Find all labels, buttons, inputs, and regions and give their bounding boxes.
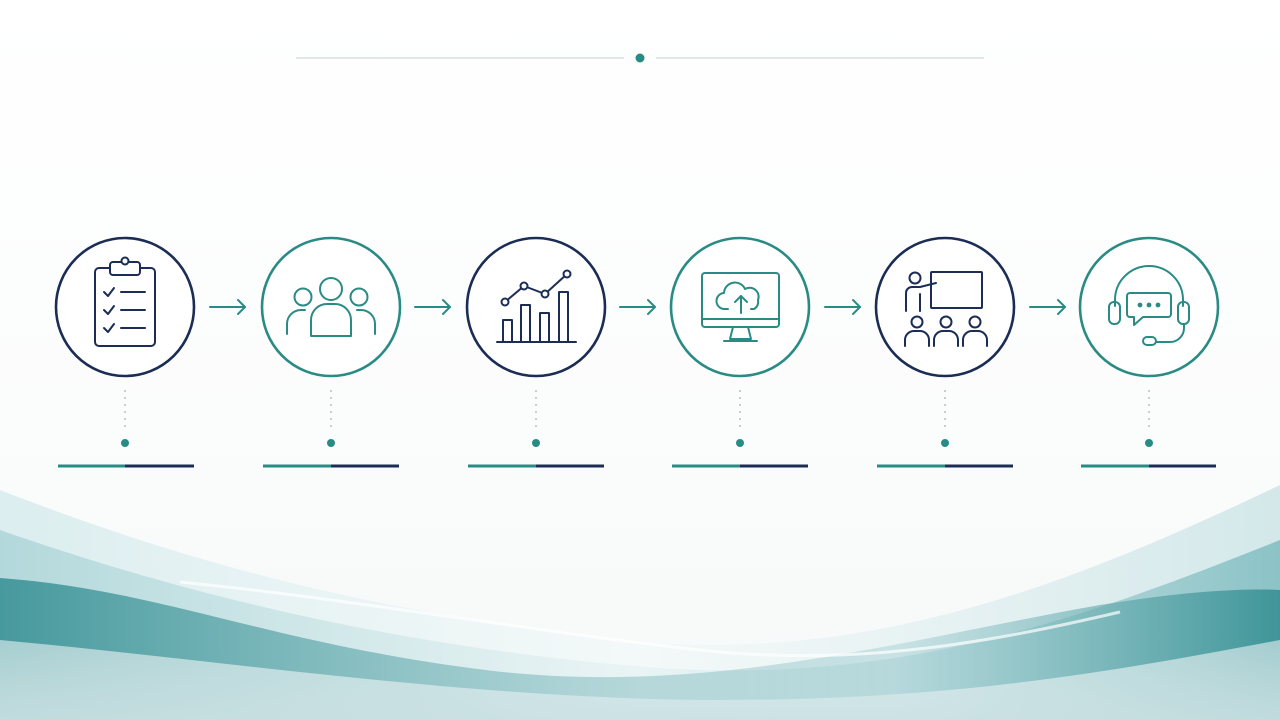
step-1 [54,236,196,468]
step-2 [260,236,402,468]
customer-support-headset-icon [1108,265,1190,346]
step-4 [669,236,811,468]
arrow-right-icon [1029,299,1066,315]
arrow-right-icon [824,299,861,315]
growth-bar-chart-icon [496,269,577,343]
step-1-ring [54,236,196,378]
step-3-ring [465,236,607,378]
step-3 [465,236,607,468]
step-3-node [532,439,540,447]
team-group-icon [286,277,376,337]
top-divider [296,53,984,63]
step-1-node [121,439,129,447]
step-4-node [736,439,744,447]
step-6-node [1145,439,1153,447]
clipboard-checklist-icon [94,256,156,347]
arrow-right-icon [209,299,246,315]
step-2-node [327,439,335,447]
step-5 [874,236,1016,468]
step-2-ring [260,236,402,378]
wave-highlight [179,580,1121,658]
arrow-right-icon [619,299,656,315]
presentation-training-icon [904,271,988,347]
step-6 [1078,236,1220,468]
cloud-upload-monitor-icon [701,272,780,342]
divider-dot [635,53,645,63]
step-5-node [941,439,949,447]
wave-foot [0,640,1280,720]
arrow-right-icon [414,299,451,315]
